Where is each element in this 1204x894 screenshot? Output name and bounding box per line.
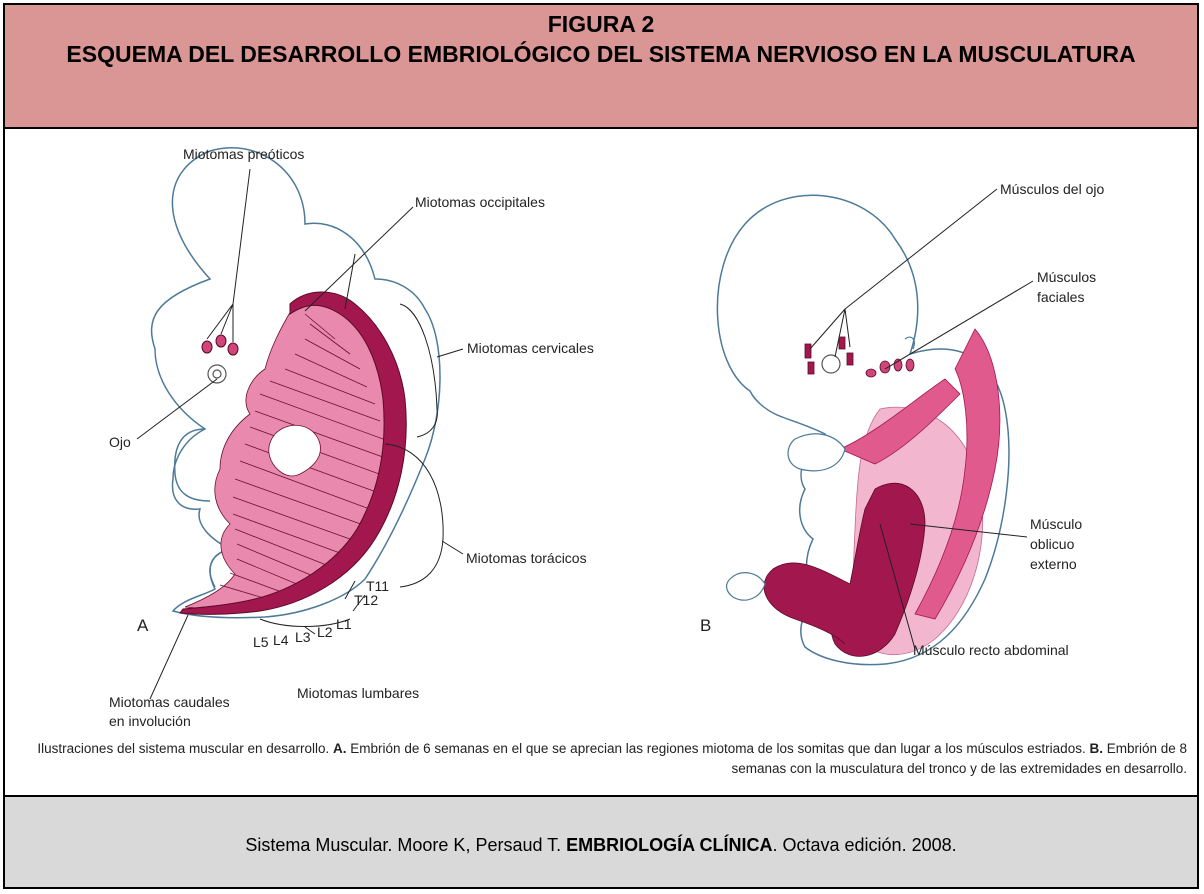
figure-frame: FIGURA 2 ESQUEMA DEL DESARROLLO EMBRIOLÓ… (3, 3, 1199, 889)
panel-b-embryo (716, 188, 1034, 666)
label-oblicuo-3: externo (1030, 556, 1077, 572)
upper-limb-muscle (838, 378, 961, 465)
label-musculos-faciales-2: faciales (1037, 289, 1084, 305)
leader-lines-a (136, 168, 414, 700)
label-musculos-faciales-1: Músculos (1037, 269, 1096, 285)
label-t12: T12 (354, 592, 378, 608)
label-oblicuo-1: Músculo (1030, 516, 1082, 532)
label-miotomas-occipitales: Miotomas occipitales (415, 194, 545, 210)
hand (787, 433, 846, 472)
label-t11: T11 (366, 578, 389, 594)
eye-muscles (804, 336, 854, 375)
label-l3: L3 (295, 629, 311, 645)
caption-b-label: B. (1089, 741, 1103, 756)
dark-myotome-border (179, 291, 407, 615)
illustration-area: Miotomas preóticos Miotomas occipitales … (5, 129, 1197, 739)
label-oblicuo-2: oblicuo (1030, 536, 1075, 552)
embryo-a-outline (150, 146, 441, 619)
panel-b-letter: B (700, 616, 711, 635)
figure-number: FIGURA 2 (547, 11, 655, 37)
leader-lines-b (809, 188, 1034, 650)
label-miotomas-caudales-1: Miotomas caudales (109, 694, 230, 710)
source-text-2: . Octava edición. 2008. (772, 835, 957, 855)
facial-muscles (865, 358, 915, 378)
caption-a-label: A. (333, 741, 347, 756)
caption-text-2: Embrión de 6 semanas en el que se apreci… (346, 741, 1090, 756)
back-muscle (914, 328, 1001, 620)
label-miotomas-preoticos: Miotomas preóticos (183, 146, 304, 162)
label-l4: L4 (273, 632, 289, 648)
ear (904, 336, 915, 350)
region-brackets (259, 303, 464, 635)
panel-a-embryo (136, 146, 464, 700)
source-citation: Sistema Muscular. Moore K, Persaud T. EM… (5, 835, 1197, 856)
label-l2: L2 (317, 624, 333, 640)
arm-bud (173, 428, 211, 502)
label-miotomas-caudales-2: en involución (109, 713, 191, 729)
label-musculos-del-ojo: Músculos del ojo (1000, 181, 1104, 197)
label-miotomas-cervicales: Miotomas cervicales (467, 340, 594, 356)
source-text-1: Sistema Muscular. Moore K, Persaud T. (245, 835, 567, 855)
preotic-myotomes (201, 334, 239, 356)
cavity (268, 425, 321, 477)
label-recto-abdominal: Músculo recto abdominal (913, 642, 1069, 658)
source-book-title: EMBRIOLOGÍA CLÍNICA (566, 835, 773, 855)
embryo-b-outline (716, 194, 1010, 666)
eye-a (207, 364, 227, 384)
eye-b (821, 354, 841, 374)
label-l5: L5 (253, 634, 269, 650)
embryo-illustrations: Miotomas preóticos Miotomas occipitales … (109, 146, 1104, 729)
label-l1: L1 (336, 616, 352, 632)
leg-muscle (763, 562, 851, 645)
figure-caption: Ilustraciones del sistema muscular en de… (15, 739, 1187, 779)
caption-text-1: Ilustraciones del sistema muscular en de… (37, 741, 334, 756)
label-miotomas-lumbares: Miotomas lumbares (297, 685, 419, 701)
source-footer: Sistema Muscular. Moore K, Persaud T. EM… (5, 795, 1197, 887)
figure-title: ESQUEMA DEL DESARROLLO EMBRIOLÓGICO DEL … (66, 41, 1136, 67)
header-banner: FIGURA 2 ESQUEMA DEL DESARROLLO EMBRIOLÓ… (5, 5, 1197, 129)
label-miotomas-toracicos: Miotomas torácicos (466, 550, 587, 566)
caption-text-3: Embrión de 8 semanas con la musculatura … (731, 741, 1188, 776)
panel-a-letter: A (137, 616, 149, 635)
foot (726, 572, 766, 601)
recto-abdominal (830, 482, 926, 657)
label-ojo: Ojo (109, 434, 131, 450)
